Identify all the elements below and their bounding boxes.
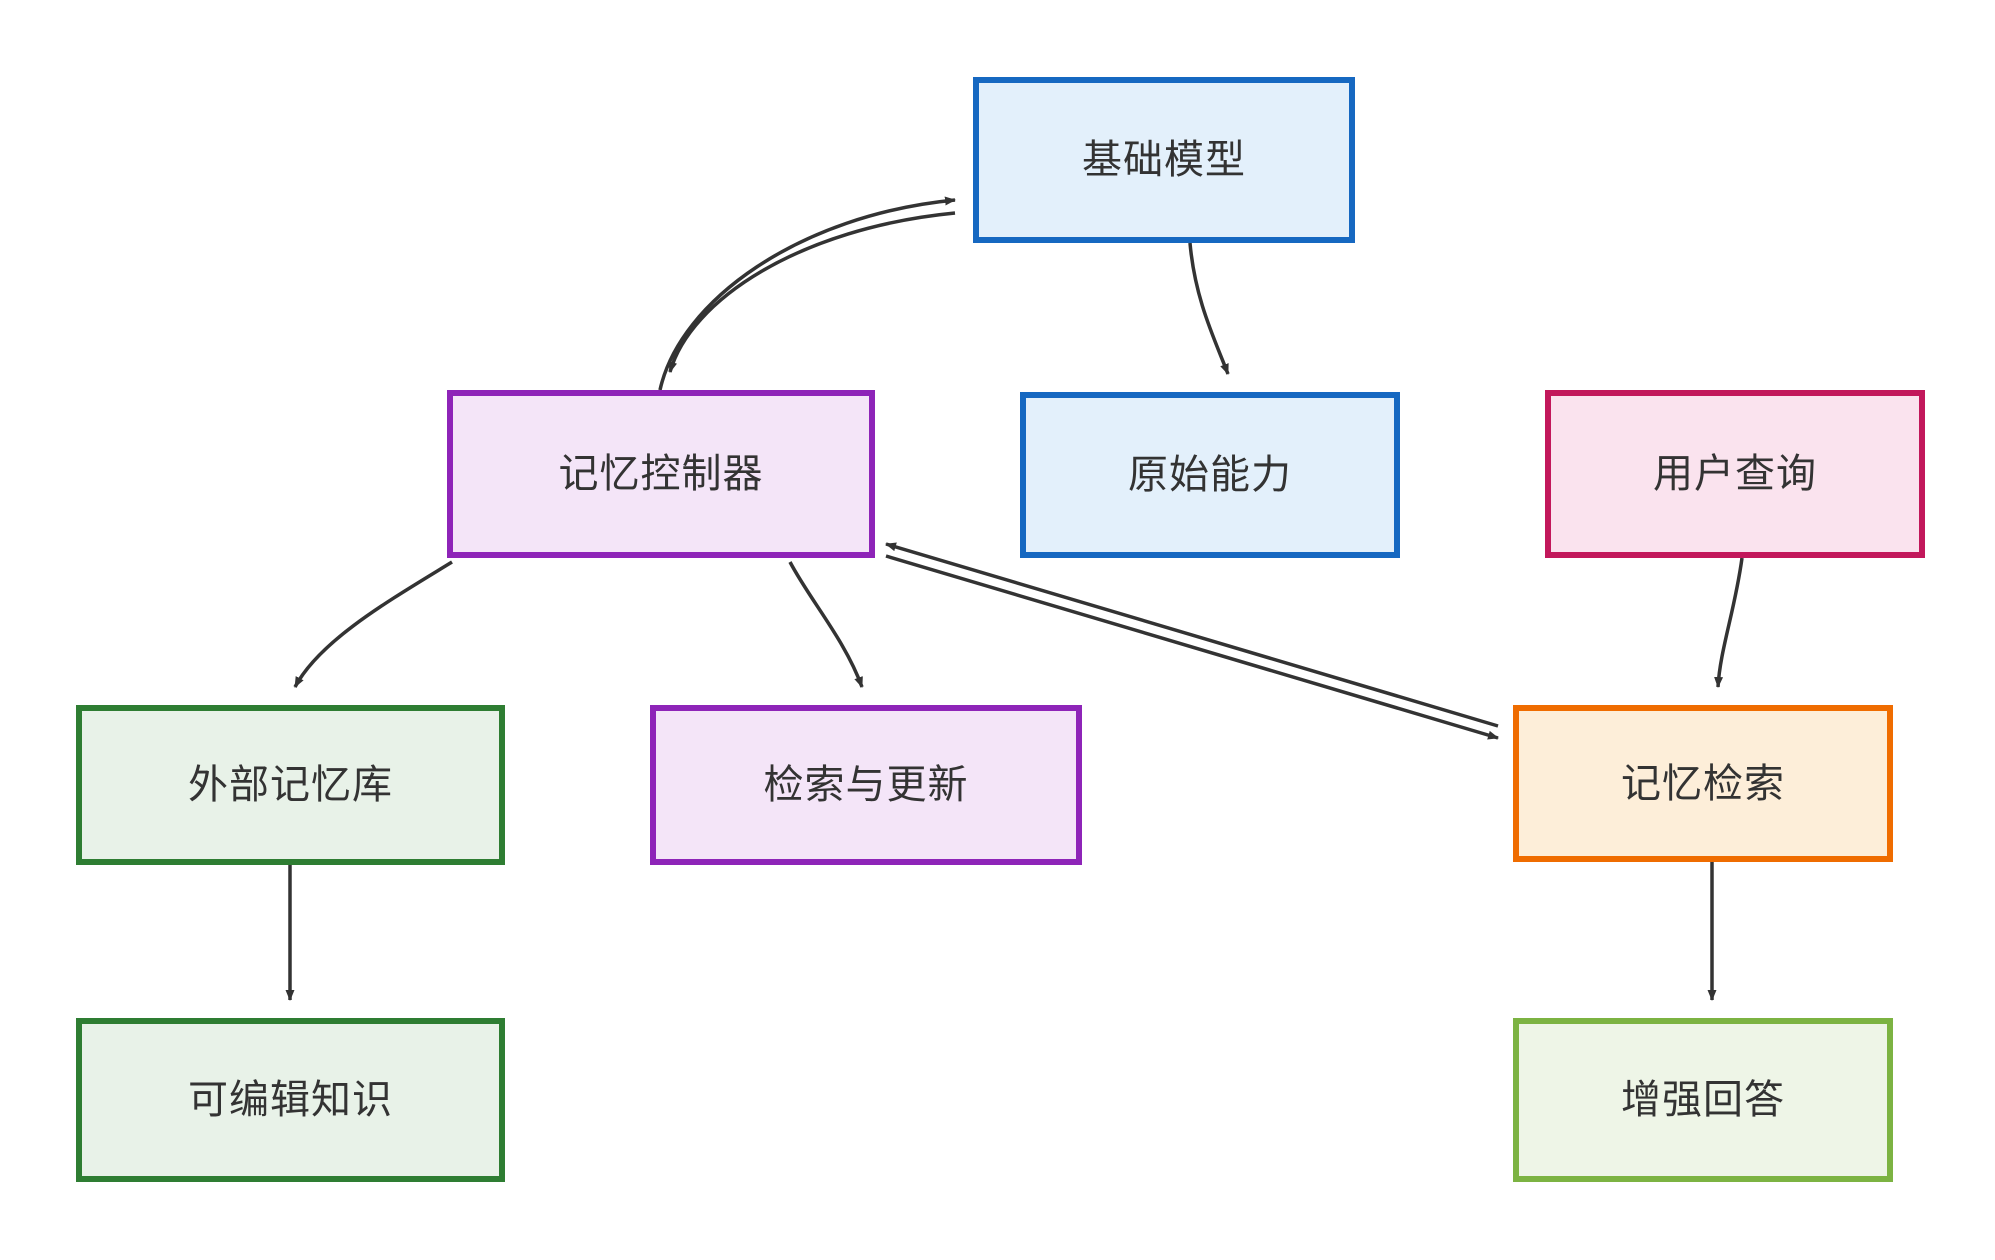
node-foundation-model[interactable]: 基础模型: [973, 77, 1355, 243]
edge-memory-controller-to-external-memory: [293, 560, 453, 688]
node-external-memory-label: 外部记忆库: [188, 763, 393, 807]
node-user-query-label: 用户查询: [1653, 452, 1817, 496]
node-memory-controller-label: 记忆控制器: [558, 452, 764, 496]
node-original-ability[interactable]: 原始能力: [1020, 392, 1400, 558]
node-enhanced-answer-label: 增强回答: [1621, 1078, 1785, 1122]
edge-memory-retrieval-to-memory-controller: [885, 542, 1499, 728]
edge-foundation-model-to-memory-controller: [668, 211, 956, 373]
edge-foundation-model-to-original-ability: [1188, 242, 1230, 375]
node-memory-retrieval[interactable]: 记忆检索: [1513, 705, 1893, 862]
node-memory-controller[interactable]: 记忆控制器: [447, 390, 875, 558]
node-memory-retrieval-label: 记忆检索: [1621, 761, 1785, 806]
node-user-query[interactable]: 用户查询: [1545, 390, 1925, 558]
node-foundation-model-label: 基础模型: [1082, 138, 1246, 182]
node-original-ability-label: 原始能力: [1128, 453, 1292, 497]
edge-memory-controller-to-foundation-model: [658, 196, 956, 391]
node-retrieve-update[interactable]: 检索与更新: [650, 705, 1082, 865]
node-external-memory[interactable]: 外部记忆库: [76, 705, 505, 865]
node-editable-knowledge[interactable]: 可编辑知识: [76, 1018, 505, 1182]
node-editable-knowledge-label: 可编辑知识: [188, 1078, 393, 1122]
node-retrieve-update-label: 检索与更新: [763, 763, 969, 807]
edge-user-query-to-memory-retrieval: [1714, 557, 1744, 688]
edge-memory-controller-to-retrieve-update: [788, 561, 864, 688]
node-enhanced-answer[interactable]: 增强回答: [1513, 1018, 1893, 1182]
